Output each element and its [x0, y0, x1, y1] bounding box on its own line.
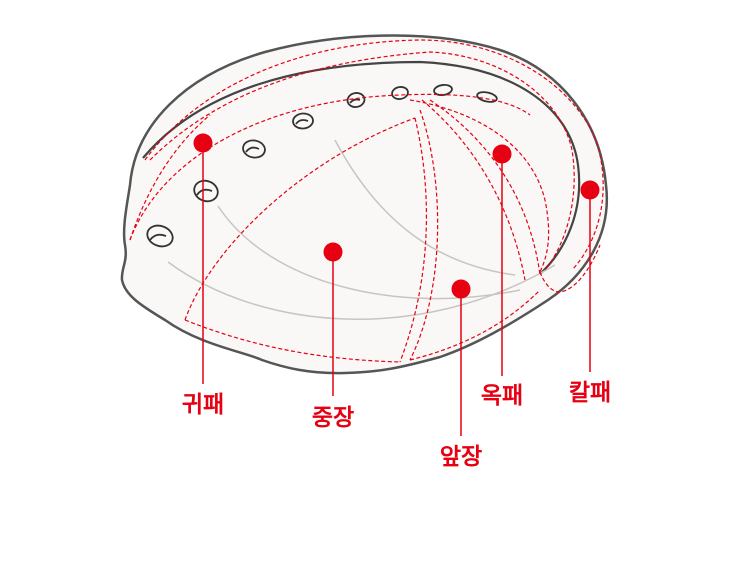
cut-line-jungjang-left: [184, 117, 416, 321]
marker-apjang: [451, 279, 471, 436]
cut-line-center-1: [399, 117, 428, 363]
hole: [391, 86, 409, 100]
label-gwipae: 귀패: [182, 392, 224, 418]
marker-jungjang: [323, 242, 343, 396]
cut-lines: [129, 39, 604, 363]
cut-line-jungjang-bottom: [184, 319, 401, 363]
hole: [476, 91, 498, 103]
marker-kalpae: [580, 180, 600, 372]
hole: [146, 224, 174, 248]
cut-line-apjang-bottom: [409, 289, 541, 361]
cut-line-okpae-1: [409, 99, 550, 273]
hole: [292, 112, 314, 130]
labels: 귀패 중장 앞장 옥패 칼패: [182, 380, 611, 470]
marker-okpae: [492, 144, 512, 376]
shell-inner-rim: [142, 60, 581, 275]
cut-line-gwipae-outer: [129, 114, 211, 241]
cut-line-outer-rim: [144, 39, 604, 271]
cut-line-apjang-2: [429, 99, 541, 276]
label-kalpae: 칼패: [569, 380, 611, 406]
respiratory-holes: [146, 83, 498, 248]
shell-outline: [120, 34, 609, 375]
cut-line-apjang-1: [421, 99, 526, 281]
label-apjang: 앞장: [440, 444, 482, 470]
cut-line-center-2: [409, 109, 439, 361]
growth-lines: [167, 139, 556, 320]
markers: [193, 133, 600, 436]
hole: [242, 139, 266, 159]
cut-line-gwipae-inner: [129, 93, 531, 241]
cut-line-upper-band: [149, 51, 575, 271]
label-okpae: 옥패: [481, 383, 523, 409]
label-jungjang: 중장: [312, 405, 354, 431]
hole: [346, 92, 366, 108]
marker-gwipae: [193, 133, 213, 384]
shell: [120, 34, 609, 375]
